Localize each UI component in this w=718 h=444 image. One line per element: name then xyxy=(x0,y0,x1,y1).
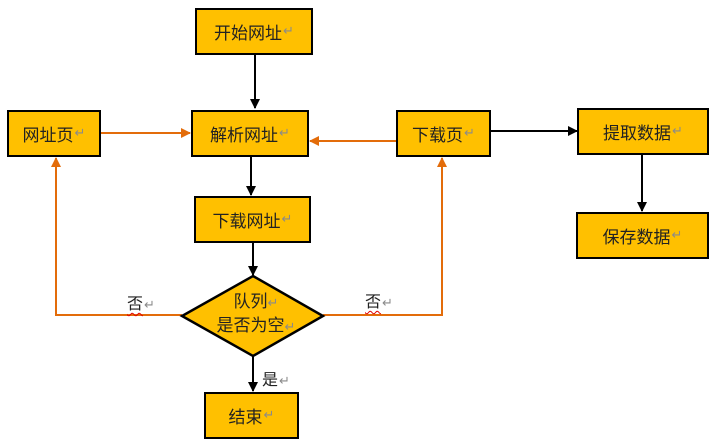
paragraph-mark-icon: ↵ xyxy=(671,228,683,243)
edge-label-no-left: 否↵ xyxy=(127,294,155,313)
edge-label-yes: 是↵ xyxy=(262,370,290,389)
queue-check-line2: 是否为空↵ xyxy=(216,316,296,336)
node-download-url-label: 下载网址 xyxy=(212,212,281,232)
node-save-data-label: 保存数据 xyxy=(602,228,671,248)
node-start[interactable]: 开始网址↵ xyxy=(195,8,313,55)
node-parse-url[interactable]: 解析网址↵ xyxy=(191,110,309,157)
node-save-data[interactable]: 保存数据↵ xyxy=(576,212,709,259)
paragraph-mark-icon: ↵ xyxy=(672,124,683,139)
edge-label-no-right: 否↵ xyxy=(365,292,393,311)
paragraph-mark-icon: ↵ xyxy=(279,126,290,141)
decision-diamond-shape xyxy=(179,274,326,358)
node-end-label: 结束 xyxy=(228,408,263,428)
node-extract-data[interactable]: 提取数据↵ xyxy=(577,108,709,155)
paragraph-mark-icon: ↵ xyxy=(263,408,275,423)
node-download-page-label: 下载页 xyxy=(412,126,464,146)
node-queue-check[interactable]: 队列↵ 是否为空↵ xyxy=(196,291,316,339)
node-download-url[interactable]: 下载网址↵ xyxy=(194,196,311,243)
paragraph-mark-icon: ↵ xyxy=(283,24,294,39)
paragraph-mark-icon: ↵ xyxy=(74,126,86,141)
queue-check-line1: 队列↵ xyxy=(233,292,279,312)
node-url-page[interactable]: 网址页↵ xyxy=(7,110,101,157)
edge-queue-to-urlpage xyxy=(51,157,182,316)
node-url-page-label: 网址页 xyxy=(22,126,74,146)
edge-queue-to-downloadpage xyxy=(323,157,447,316)
node-download-page[interactable]: 下载页↵ xyxy=(396,110,491,157)
node-end[interactable]: 结束↵ xyxy=(204,392,299,439)
paragraph-mark-icon: ↵ xyxy=(464,126,475,141)
node-parse-url-label: 解析网址 xyxy=(210,126,279,146)
node-start-label: 开始网址 xyxy=(214,24,283,44)
node-extract-data-label: 提取数据 xyxy=(603,124,672,144)
paragraph-mark-icon: ↵ xyxy=(281,212,293,227)
